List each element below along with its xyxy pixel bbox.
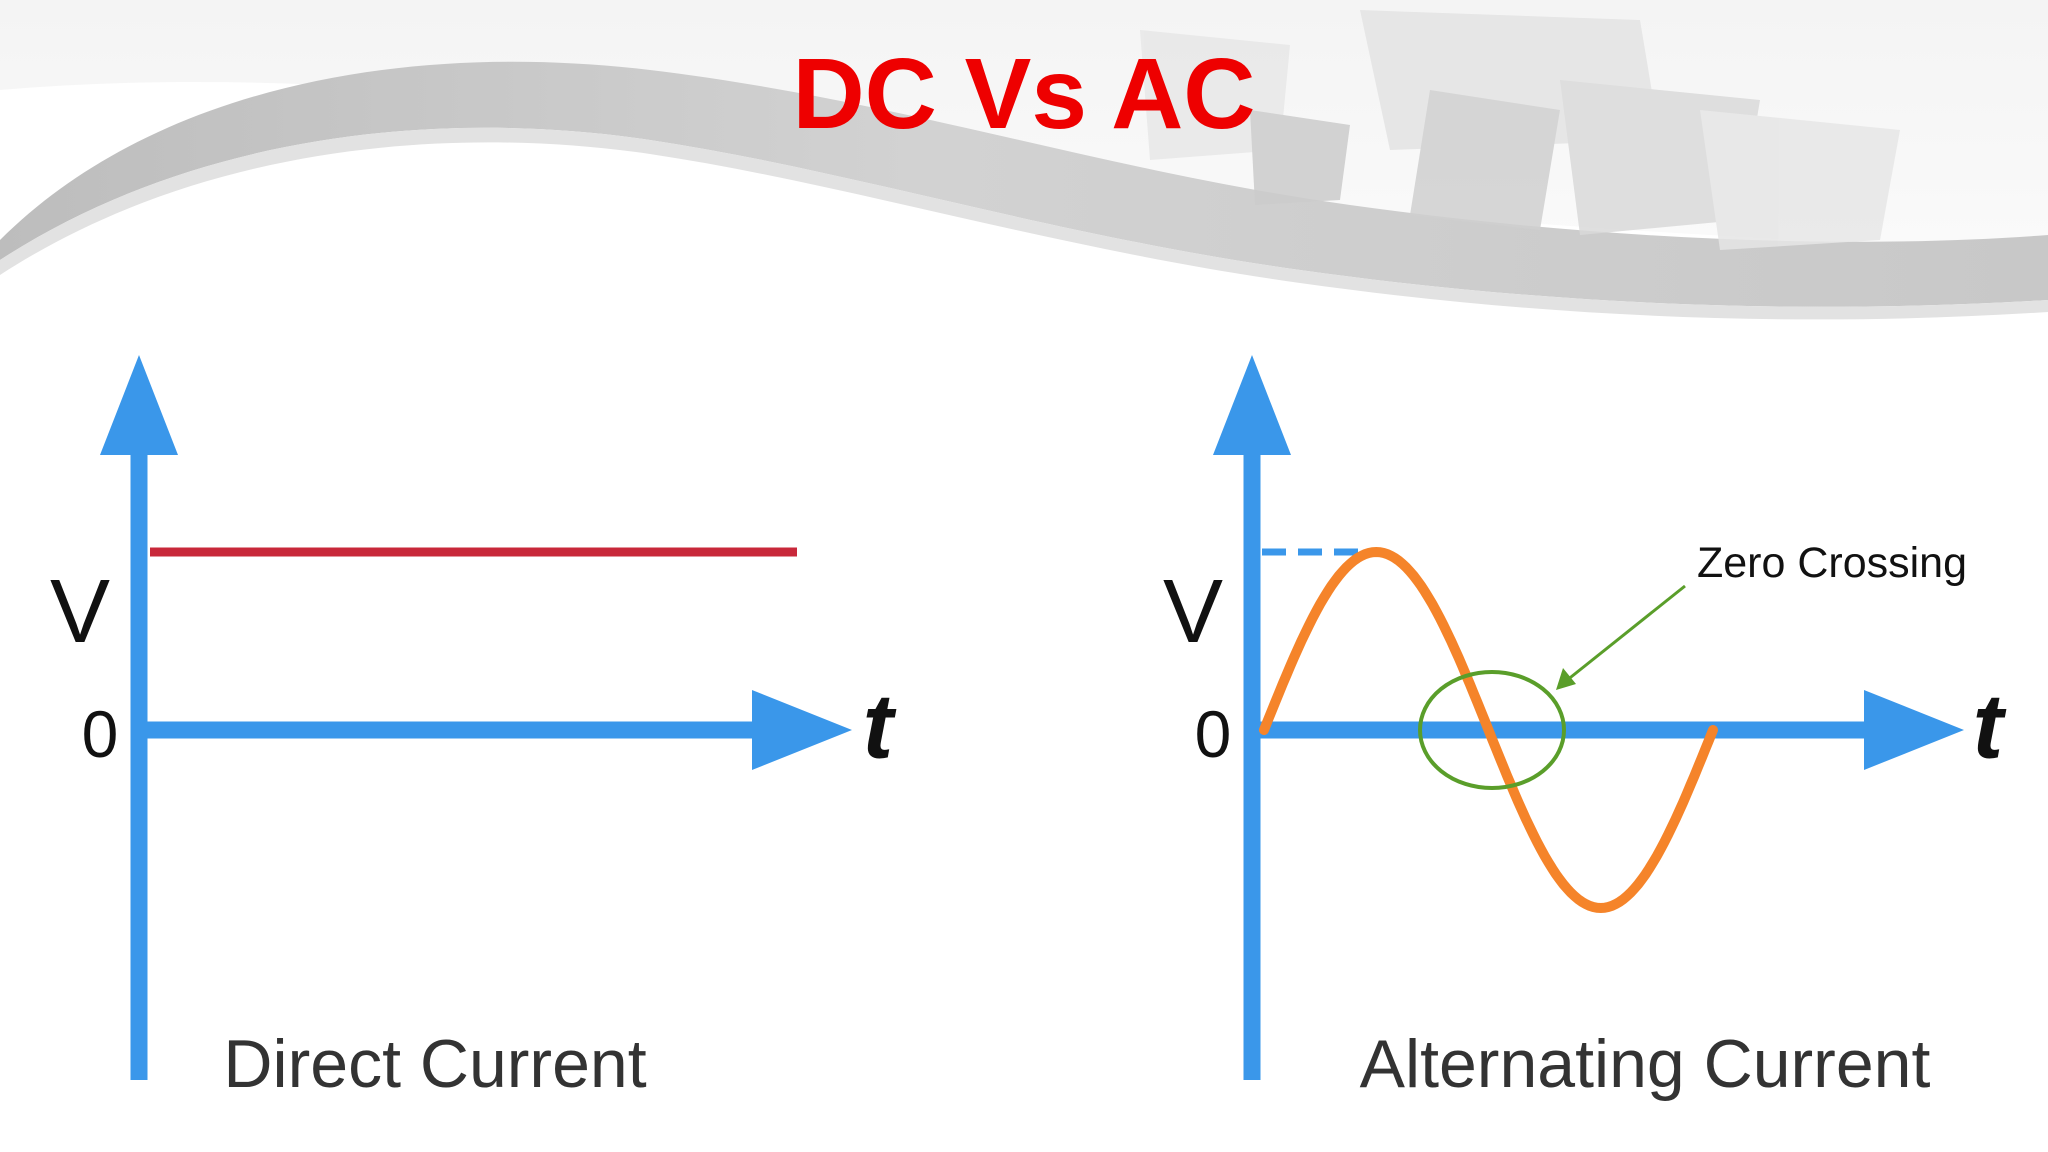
dc-y-axis-arrowhead [100,355,178,455]
ac-y-axis-label: V [1163,562,1223,662]
zero-crossing-label: Zero Crossing [1697,539,1967,587]
ac-origin-label: 0 [1195,697,1232,771]
page-title: DC Vs AC [792,38,1255,150]
cube-shape [1250,110,1350,205]
cube-shape [1700,110,1900,250]
zero-crossing-pointer-arrowhead [1556,668,1576,690]
ac-sine-wave [1259,546,1718,914]
ac-x-axis-label: t [1973,676,2007,778]
banner-wave [0,61,2048,307]
cube-shape [1410,90,1560,230]
dc-y-axis-label: V [50,562,110,662]
banner-wave-highlight [0,127,2048,320]
header-banner [0,0,2048,320]
dc-x-axis-arrowhead [752,690,852,770]
ac-x-axis-arrowhead [1864,690,1964,770]
dc-caption: Direct Current [223,1026,646,1102]
zero-crossing-pointer [1565,584,1686,683]
zero-crossing-circle [1418,670,1566,790]
dc-origin-label: 0 [82,697,119,771]
ac-y-axis-arrowhead [1213,355,1291,455]
ac-caption: Alternating Current [1360,1026,1931,1102]
dc-x-axis-label: t [863,676,897,778]
banner-cubes [1140,10,1900,250]
dc-panel: V 0 t Direct Current [50,355,897,1102]
ac-panel: Zero Crossing V 0 t Alternating Current [1163,355,2007,1102]
